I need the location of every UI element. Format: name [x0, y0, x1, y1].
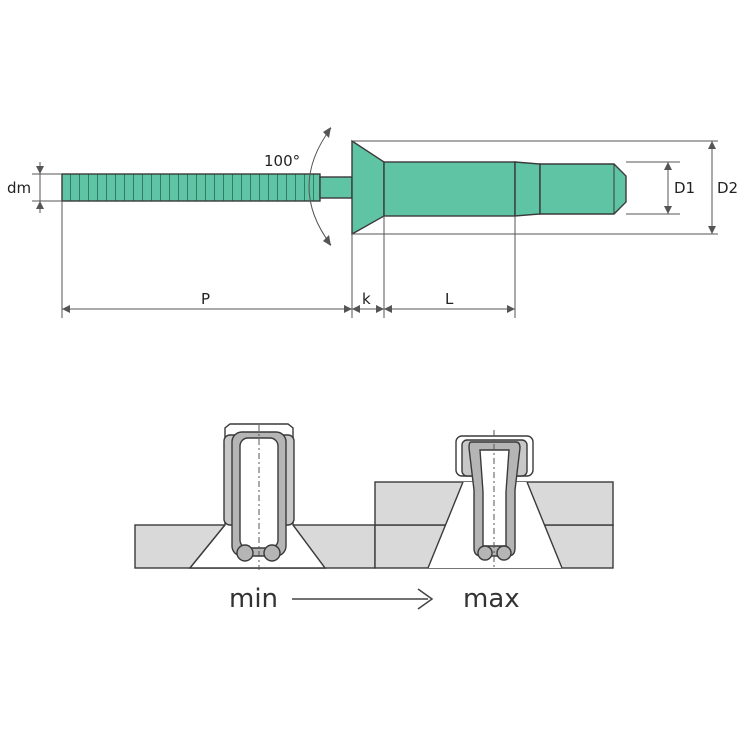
- mandrel-ribbed: [61, 173, 321, 202]
- rivet-body: [383, 161, 516, 217]
- dimension-d2: D2: [352, 140, 738, 235]
- mandrel-neck: [319, 176, 353, 199]
- d1-label: D1: [674, 179, 695, 197]
- min-label: min: [229, 584, 278, 614]
- d2-label: D2: [717, 179, 738, 197]
- max-label: max: [463, 584, 520, 614]
- range-arrow-head: [417, 588, 434, 610]
- body-step: [514, 161, 541, 217]
- k-label: k: [362, 290, 371, 308]
- installed-rivet-max: [455, 430, 534, 570]
- angle-label: 100°: [264, 152, 300, 170]
- dimension-d1: D1: [626, 161, 695, 215]
- dimension-lengths: P k L: [61, 201, 516, 318]
- dimension-angle: 100°: [264, 127, 332, 246]
- countersunk-head: [351, 139, 385, 236]
- dimension-dm: dm: [7, 162, 62, 213]
- p-label: P: [201, 290, 210, 308]
- dm-label: dm: [7, 179, 31, 197]
- rivet-side-view: [61, 139, 627, 236]
- l-label: L: [445, 290, 454, 308]
- installed-rivet-min: [188, 423, 327, 570]
- rivet-tail: [539, 163, 627, 215]
- grip-range-labels: min max: [229, 584, 520, 614]
